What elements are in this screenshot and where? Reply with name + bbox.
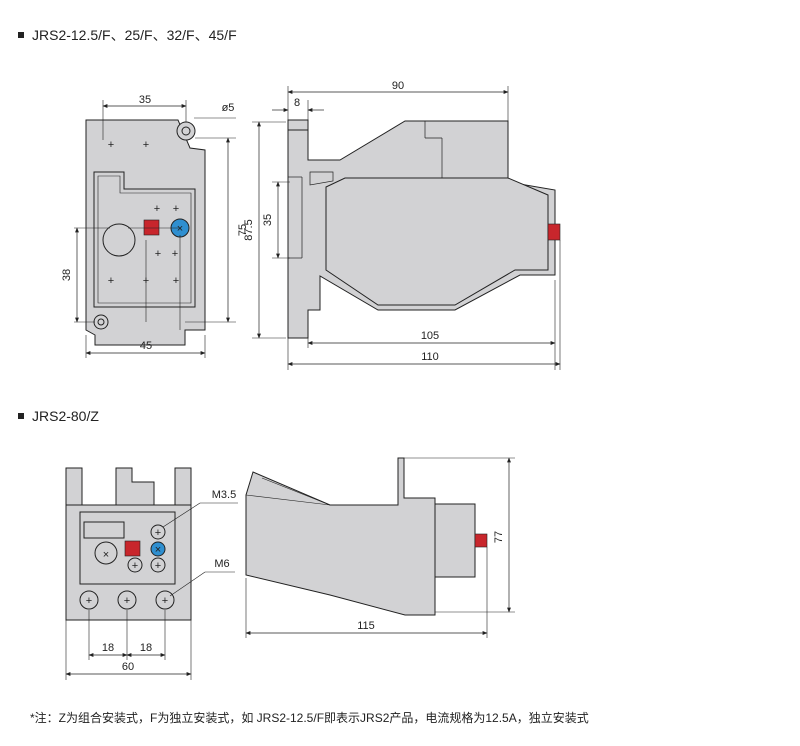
svg-text:+: + <box>155 527 161 539</box>
dim-hole-diameter: ø5 <box>222 102 235 114</box>
dim-105-length: 105 <box>421 330 439 342</box>
dim-45-width: 45 <box>140 340 152 352</box>
section-1-title: JRS2-12.5/F、25/F、32/F、45/F <box>32 27 237 43</box>
dim-60-width: 60 <box>122 661 134 673</box>
svg-text:+: + <box>173 203 179 215</box>
dim-87-5-height: 87.5 <box>243 219 255 240</box>
label-m6-screw: M6 <box>214 558 229 570</box>
label-m3-5-screw: M3.5 <box>212 489 236 501</box>
dim-35-rail: 35 <box>262 214 274 226</box>
dim-75-height: 75 <box>237 224 249 236</box>
svg-text:×: × <box>177 223 183 235</box>
section-1-heading: JRS2-12.5/F、25/F、32/F、45/F <box>18 25 237 45</box>
svg-text:+: + <box>108 139 114 151</box>
side-view-1 <box>252 86 561 370</box>
svg-text:×: × <box>103 549 109 561</box>
svg-text:+: + <box>173 275 179 287</box>
dim-90-length: 90 <box>392 80 404 92</box>
svg-text:+: + <box>132 560 138 572</box>
dim-38-height: 38 <box>61 269 73 281</box>
front-view-1: × + + + + + + + + + <box>74 100 236 358</box>
front-view-2: × + × + + + + + <box>65 467 238 680</box>
side-view-2 <box>245 457 515 638</box>
dim-35-width: 35 <box>139 94 151 106</box>
svg-text:+: + <box>162 595 168 607</box>
svg-text:+: + <box>124 595 130 607</box>
section-2-heading: JRS2-80/Z <box>18 408 99 424</box>
svg-text:+: + <box>86 595 92 607</box>
dim-77-height: 77 <box>493 531 505 543</box>
bullet-square-icon <box>18 413 24 419</box>
dim-18-pitch-1: 18 <box>102 642 114 654</box>
svg-text:+: + <box>172 248 178 260</box>
dim-18-pitch-2: 18 <box>140 642 152 654</box>
svg-text:×: × <box>155 544 161 556</box>
dim-115-depth: 115 <box>357 620 375 632</box>
footnote: *注：Z为组合安装式，F为独立安装式，如 JRS2-12.5/F即表示JRS2产… <box>30 711 589 725</box>
svg-text:+: + <box>155 560 161 572</box>
svg-text:+: + <box>143 139 149 151</box>
section-2-title: JRS2-80/Z <box>32 408 99 424</box>
dim-110-length: 110 <box>421 351 439 363</box>
svg-text:+: + <box>108 275 114 287</box>
dim-8-offset: 8 <box>294 97 300 109</box>
svg-text:+: + <box>154 203 160 215</box>
bullet-square-icon <box>18 32 24 38</box>
svg-text:+: + <box>155 248 161 260</box>
